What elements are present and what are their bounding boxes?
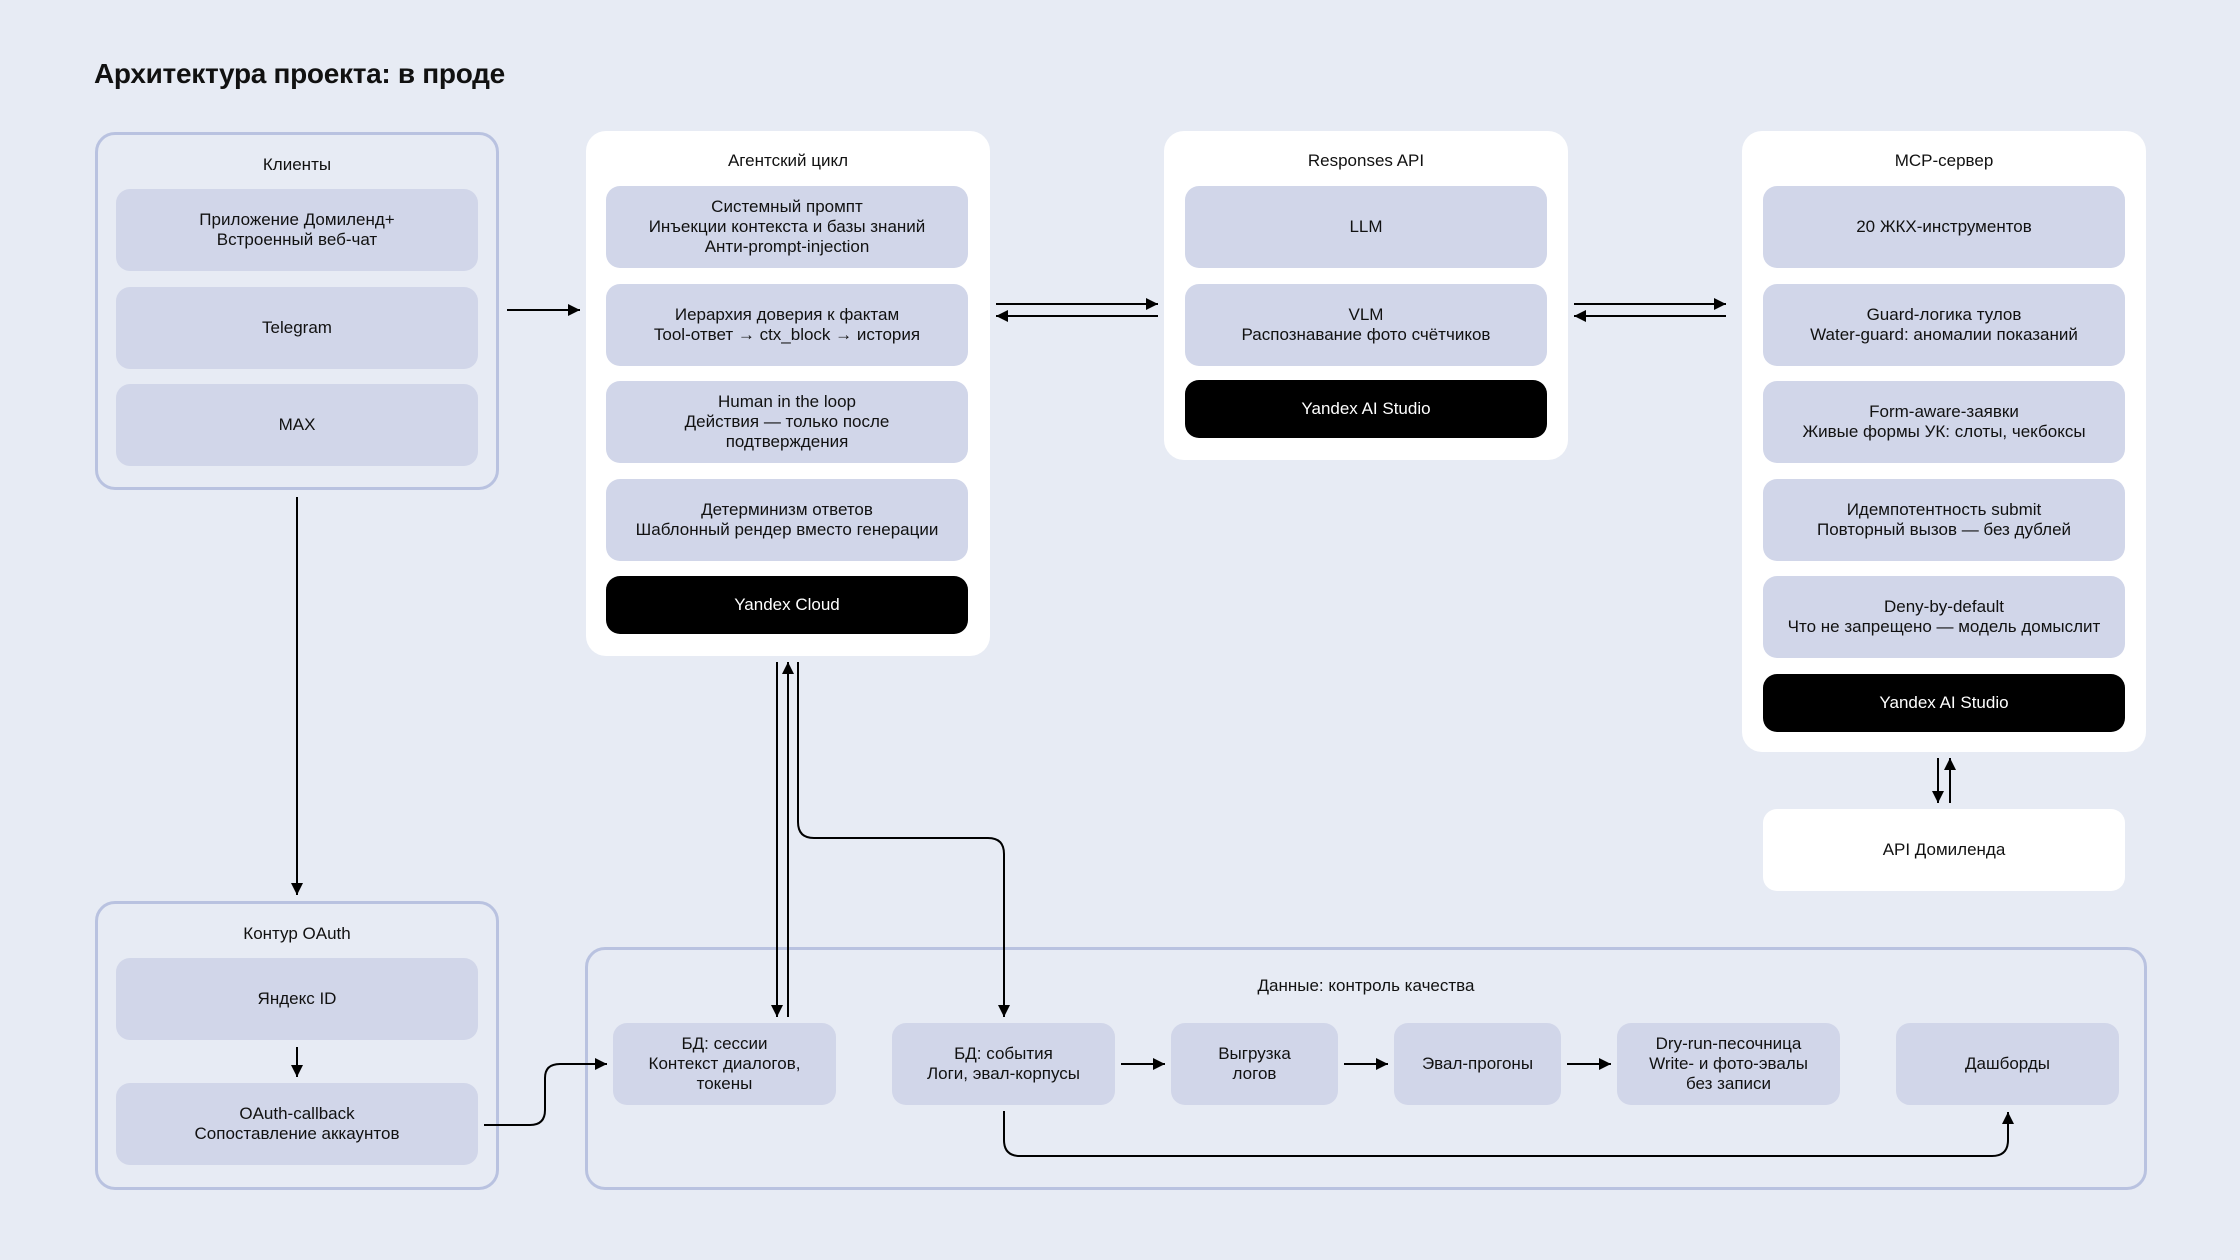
box-line: токены [696,1074,753,1093]
data-quality-panel: Данные: контроль качества [585,947,2147,1190]
box-line: Yandex AI Studio [1301,399,1431,418]
data-quality-panel-title: Данные: контроль качества [1257,976,1475,995]
box-line: Yandex AI Studio [1879,693,2009,712]
box-line: MAX [278,415,316,434]
oauth-callback-box: OAuth-callback Сопоставление аккаунтов [116,1083,478,1165]
box-line: Дашборды [1965,1054,2050,1073]
clients-panel-title: Клиенты [262,155,332,174]
box-line: Действия — только после [684,412,890,431]
mcp-server-panel-title: MCP-сервер [1894,151,1994,170]
clients-panel: Клиенты [95,132,499,490]
db-events-box: БД: события Логи, эвал-корпусы [892,1023,1115,1105]
oauth-panel: Контур OAuth [95,901,499,1190]
box-line: подтверждения [725,432,849,451]
box-line: API Домиленда [1882,840,2006,859]
box-line: Системный промпт [711,197,863,216]
box-line: Эвал-прогоны [1421,1054,1534,1073]
determinism-box: Детерминизм ответов Шаблонный рендер вме… [606,479,968,561]
box-line: Deny-by-default [1883,597,2004,616]
deny-by-default-box: Deny-by-default Что не запрещено — модел… [1763,576,2125,658]
arrow-events-to-dashboards [1003,1111,2014,1157]
human-in-loop-box: Human in the loop Действия — только посл… [606,381,968,463]
trust-hierarchy-box: Иерархия доверия к фактам Tool-ответ → c… [606,284,968,366]
box-line: логов [1232,1064,1277,1083]
agent-loop-panel-title: Агентский цикл [727,151,849,170]
box-line: 20 ЖКХ-инструментов [1856,217,2032,236]
eval-runs-box: Эвал-прогоны [1394,1023,1561,1105]
box-line: БД: сессии [681,1034,768,1053]
system-prompt-box: Системный промпт Инъекции контекста и ба… [606,186,968,268]
box-line: Контекст диалогов, [648,1054,801,1073]
dry-run-sandbox-box: Dry-run-песочница Write- и фото-эвалы бе… [1617,1023,1840,1105]
box-line: Telegram [262,318,332,337]
box-line: LLM [1349,217,1383,236]
box-line: без записи [1685,1074,1772,1093]
box-line: Встроенный веб-чат [216,230,378,249]
box-line: VLM [1348,305,1384,324]
client-max-box: MAX [116,384,478,466]
box-line: Анти-prompt-injection [704,237,870,256]
guard-logic-box: Guard-логика тулов Water-guard: аномалии… [1763,284,2125,366]
arrow-oauth-to-sessions [484,1058,607,1126]
vlm-box: VLM Распознавание фото счётчиков [1185,284,1547,366]
zhkh-tools-box: 20 ЖКХ-инструментов [1763,186,2125,268]
box-line: Что не запрещено — модель домыслит [1787,617,2101,636]
box-line: Инъекции контекста и базы знаний [648,217,926,236]
box-line: Human in the loop [718,392,856,411]
responses-api-panel-title: Responses API [1307,151,1425,170]
box-line: Шаблонный рендер вместо генерации [635,520,939,539]
box-line: Логи, эвал-корпусы [926,1064,1081,1083]
box-line: Живые формы УК: слоты, чекбоксы [1802,422,2086,441]
box-line: Распознавание фото счётчиков [1241,325,1491,344]
client-telegram-box: Telegram [116,287,478,369]
box-line: Яндекс ID [257,989,337,1008]
box-line: Water-guard: аномалии показаний [1810,325,2078,344]
yandex-id-box: Яндекс ID [116,958,478,1040]
arrow-agent-to-events [797,662,1010,1017]
log-export-box: Выгрузка логов [1171,1023,1338,1105]
box-line: Form-aware-заявки [1869,402,2019,421]
domilend-api-box: API Домиленда [1763,809,2125,891]
oauth-panel-title: Контур OAuth [243,924,351,943]
box-line: Tool-ответ → ctx_block → история [653,325,921,344]
page-title: Архитектура проекта: в проде [94,58,505,89]
box-line: БД: события [954,1044,1053,1063]
box-line: Dry-run-песочница [1655,1034,1802,1053]
form-aware-box: Form-aware-заявки Живые формы УК: слоты,… [1763,381,2125,463]
box-line: Повторный вызов — без дублей [1816,520,2072,539]
box-line: Приложение Домиленд+ [199,210,395,229]
llm-box: LLM [1185,186,1547,268]
mcp-yandex-ai-studio-box: Yandex AI Studio [1763,674,2125,732]
box-line: Write- и фото-эвалы [1649,1054,1808,1073]
yandex-cloud-box: Yandex Cloud [606,576,968,634]
box-line: Сопоставление аккаунтов [194,1124,400,1143]
box-line: Детерминизм ответов [701,500,873,519]
box-line: Идемпотентность submit [1846,500,2042,519]
box-line: Guard-логика тулов [1866,305,2022,324]
box-line: Выгрузка [1218,1044,1291,1063]
idempotency-box: Идемпотентность submit Повторный вызов —… [1763,479,2125,561]
dashboards-box: Дашборды [1896,1023,2119,1105]
box-line: Иерархия доверия к фактам [674,305,900,324]
db-sessions-box: БД: сессии Контекст диалогов, токены [613,1023,836,1105]
client-app-box: Приложение Домиленд+ Встроенный веб-чат [116,189,478,271]
yandex-ai-studio-box: Yandex AI Studio [1185,380,1547,438]
box-line: Yandex Cloud [734,595,840,614]
box-line: OAuth-callback [239,1104,355,1123]
